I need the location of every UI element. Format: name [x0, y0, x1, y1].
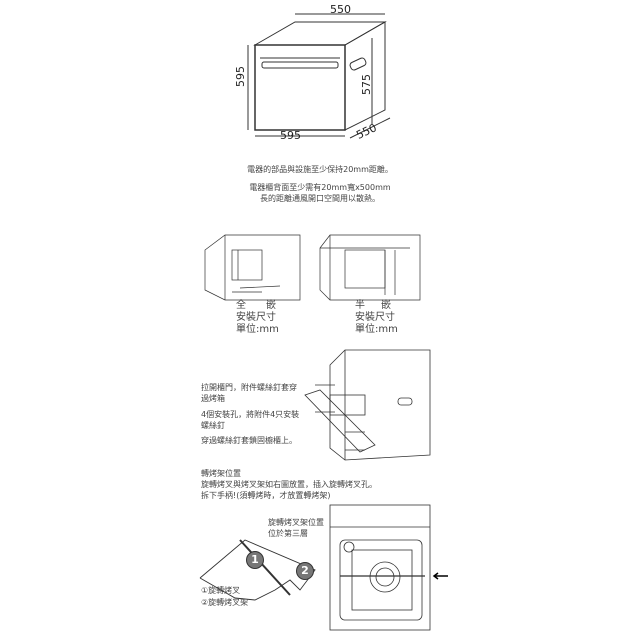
clearance-note: 電器的部品與設施至少保持20mm距離。 — [247, 165, 393, 174]
full-built-in-drawing — [204, 234, 301, 301]
half-title-b: 嵌 — [381, 300, 391, 311]
mount-step2-1: 4個安裝孔，將附件4只安裝 — [201, 410, 300, 419]
legend-spit-rack: ②旋轉烤叉架 — [201, 598, 249, 607]
marker-1: 1 — [246, 551, 264, 569]
oven-front-drawing — [329, 504, 431, 631]
full-title-b: 嵌 — [266, 300, 276, 311]
mount-step3: 穿過螺絲釘套鎖固櫥櫃上。 — [201, 436, 297, 445]
dim-front-width: 595 — [280, 129, 301, 142]
half-title-a: 半 — [355, 300, 365, 311]
rotisserie-line2: 拆下手柄!(須轉烤時，才放置轉烤架) — [201, 491, 331, 500]
full-size-label: 安裝尺寸 — [236, 312, 276, 323]
rotisserie-title: 轉烤架位置 — [201, 469, 241, 478]
half-size-label: 安裝尺寸 — [355, 312, 395, 323]
arrow-icon — [432, 572, 448, 580]
rotisserie-line1: 旋轉烤叉與烤叉架如右圖放置，插入旋轉烤叉孔。 — [201, 480, 377, 489]
half-built-in-drawing — [319, 234, 421, 301]
rotisserie-spit-drawing — [199, 539, 316, 601]
dim-height-left: 595 — [234, 66, 247, 87]
mounting-drawing — [304, 349, 431, 461]
marker-2: 2 — [296, 562, 314, 580]
full-title-a: 全 — [236, 300, 246, 311]
mount-step1-1: 拉開櫃門，附件螺絲釘套穿 — [201, 383, 297, 392]
legend-spit: ①旋轉烤叉 — [201, 586, 241, 595]
mount-step2-2: 螺絲釘 — [201, 421, 225, 430]
position-line1: 旋轉烤叉架位置 — [268, 518, 324, 527]
mount-step1-2: 過烤箱 — [201, 394, 225, 403]
ventilation-note-2: 長的距離通風開口空間用以散熱。 — [260, 194, 380, 203]
ventilation-note-1: 電器櫃背面至少需有20mm寬x500mm — [249, 183, 391, 192]
full-unit-label: 單位:mm — [236, 324, 279, 335]
position-line2: 位於第三層 — [268, 529, 308, 538]
half-unit-label: 單位:mm — [355, 324, 398, 335]
oven-dimension-drawing — [247, 13, 391, 139]
dim-top-width: 550 — [330, 3, 351, 16]
dim-height-right: 575 — [360, 74, 373, 95]
